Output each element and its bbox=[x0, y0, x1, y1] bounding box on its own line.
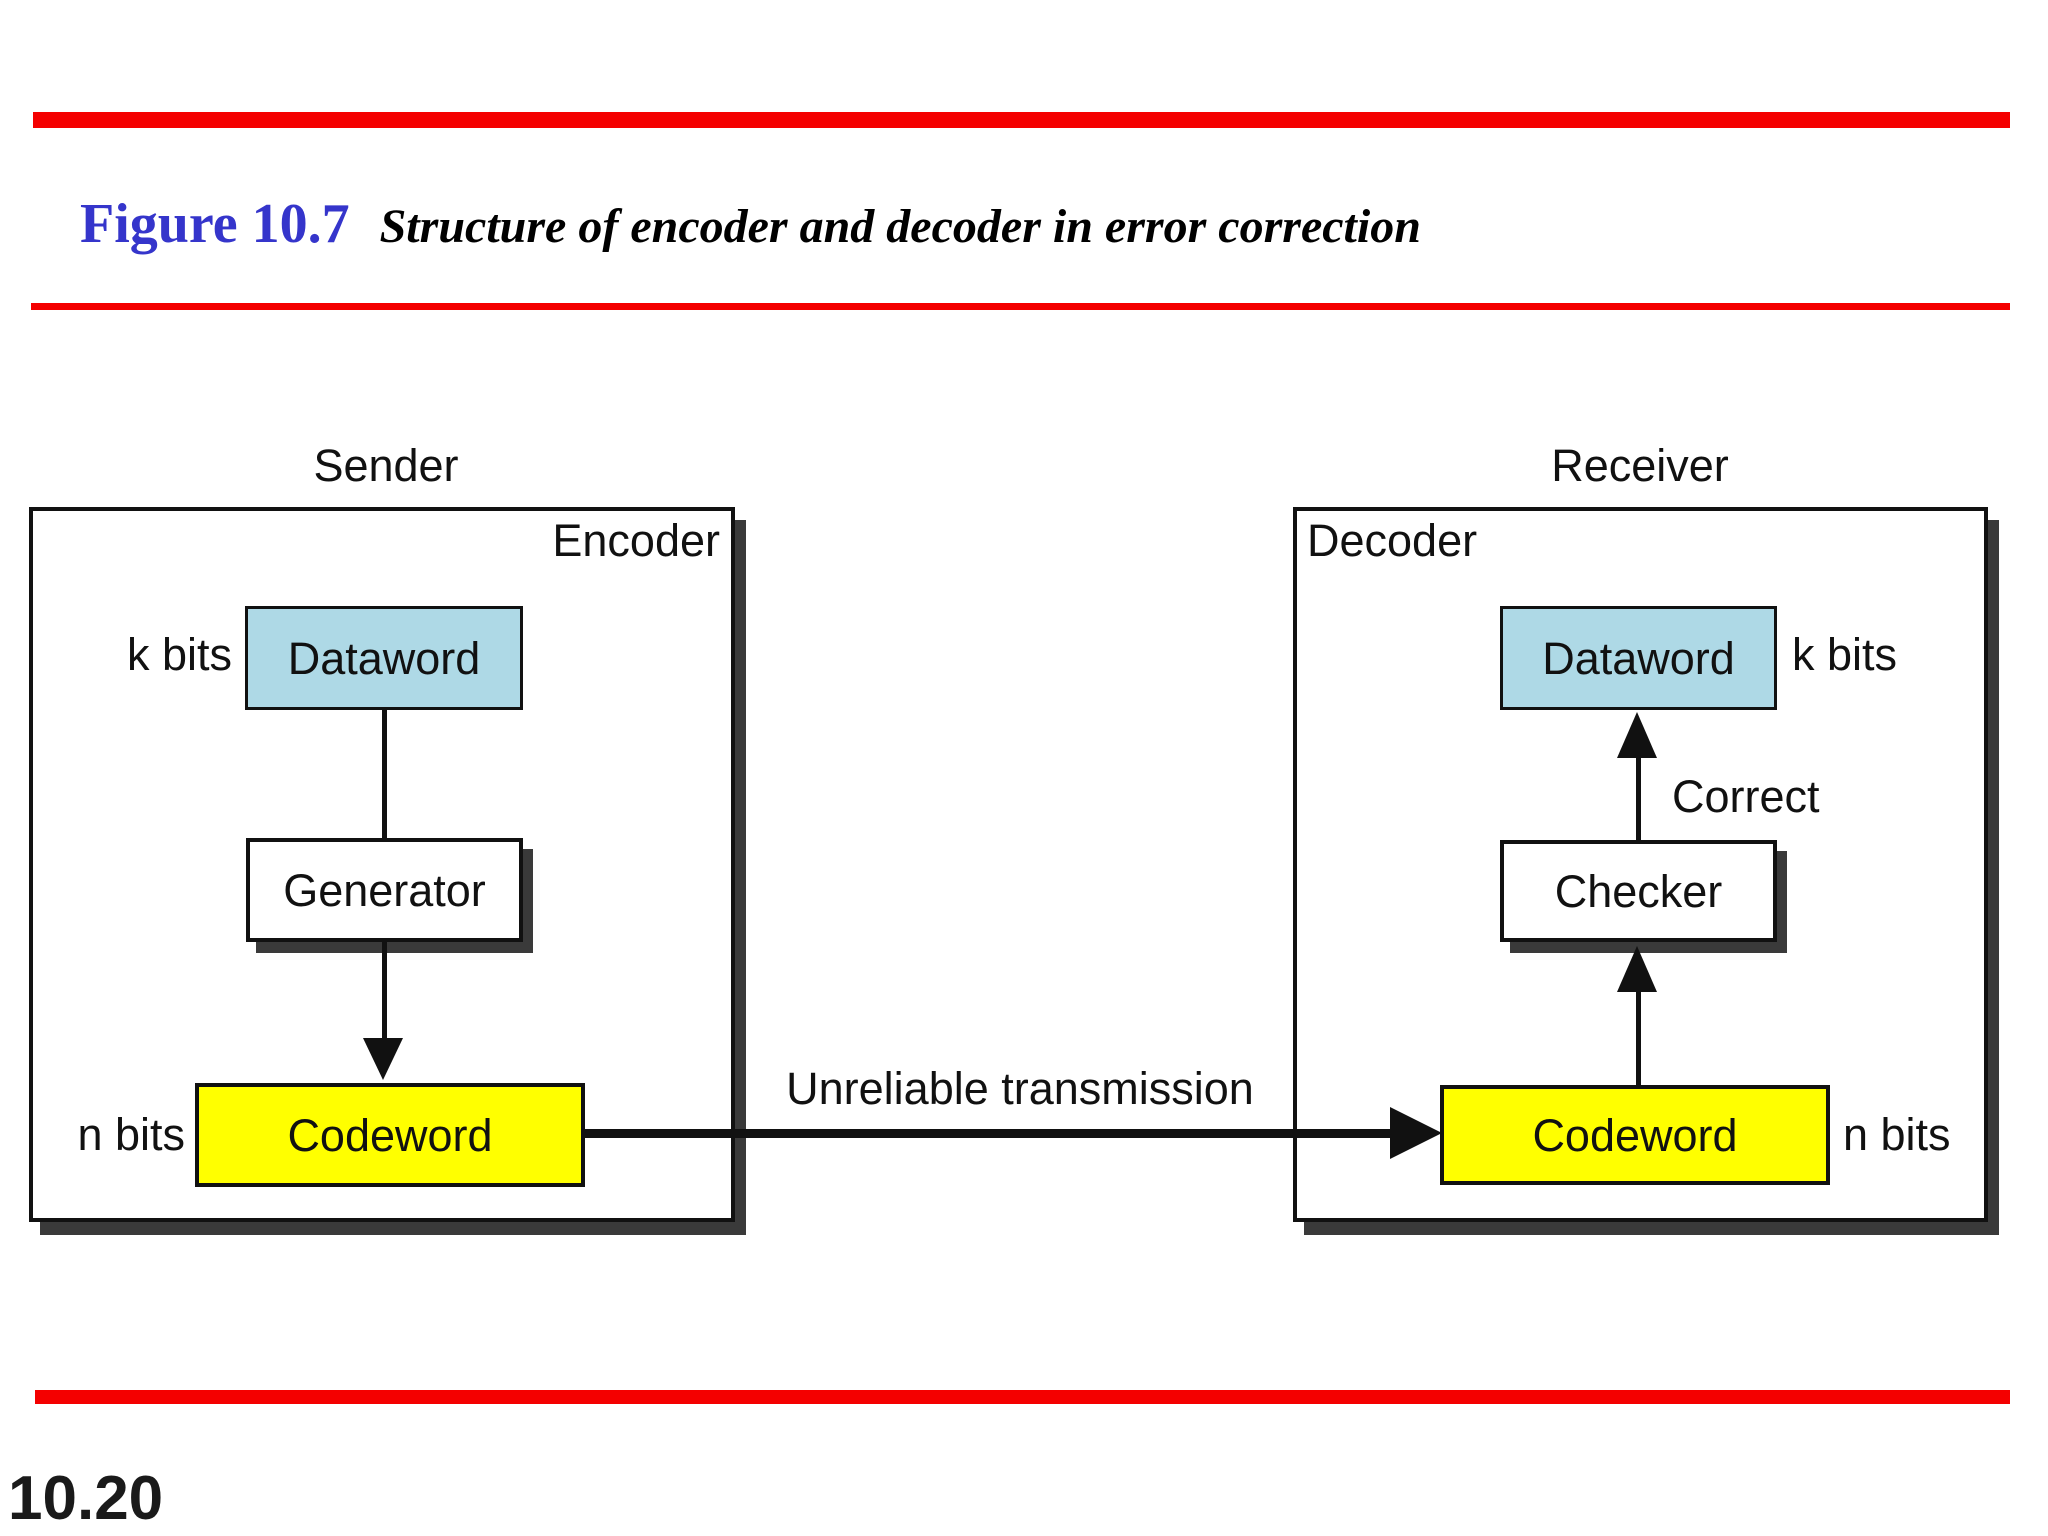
checker-box: Checker bbox=[1500, 840, 1777, 942]
generator-label: Generator bbox=[283, 864, 486, 916]
sender-k-bits-label: k bits bbox=[126, 629, 232, 680]
receiver-n-bits-label: n bits bbox=[1843, 1109, 1951, 1160]
page-number: 10.20 bbox=[8, 1464, 164, 1533]
sender-title: Sender bbox=[313, 440, 459, 491]
receiver-codeword-box: Codeword bbox=[1440, 1085, 1830, 1185]
generator-codeword-arrow-line bbox=[382, 942, 387, 1040]
encoder-label: Encoder bbox=[552, 515, 720, 566]
correct-label: Correct bbox=[1672, 771, 1820, 822]
figure-number: Figure 10.7 bbox=[80, 193, 350, 255]
generator-codeword-arrowhead-icon bbox=[363, 1038, 403, 1080]
receiver-dataword-box: Dataword bbox=[1500, 606, 1777, 710]
generator-box: Generator bbox=[246, 838, 523, 942]
bottom-rule bbox=[35, 1390, 2010, 1404]
receiver-title: Receiver bbox=[1551, 440, 1729, 491]
decoder-label: Decoder bbox=[1307, 515, 1478, 566]
transmission-arrowhead-icon bbox=[1390, 1107, 1442, 1159]
figure-title: Structure of encoder and decoder in erro… bbox=[379, 200, 1421, 253]
receiver-dataword-label: Dataword bbox=[1542, 632, 1735, 684]
receiver-codeword-label: Codeword bbox=[1532, 1109, 1738, 1161]
top-rule bbox=[33, 112, 2010, 128]
codeword-checker-arrow-line bbox=[1636, 988, 1641, 1085]
sender-n-bits-label: n bits bbox=[77, 1109, 185, 1160]
sender-codeword-label: Codeword bbox=[287, 1109, 493, 1161]
figure-heading: Figure 10.7 Structure of encoder and dec… bbox=[80, 196, 1880, 252]
dataword-generator-connector bbox=[382, 710, 387, 838]
sender-dataword-box: Dataword bbox=[245, 606, 523, 710]
heading-rule bbox=[31, 303, 2010, 310]
transmission-arrow-line bbox=[585, 1129, 1397, 1138]
checker-label: Checker bbox=[1554, 865, 1723, 917]
checker-dataword-arrow-line bbox=[1636, 752, 1641, 840]
sender-dataword-label: Dataword bbox=[287, 632, 481, 684]
codeword-checker-arrowhead-icon bbox=[1617, 946, 1657, 992]
receiver-k-bits-label: k bits bbox=[1792, 629, 1898, 680]
checker-dataword-arrowhead-icon bbox=[1617, 712, 1657, 758]
channel-label: Unreliable transmission bbox=[786, 1063, 1254, 1114]
sender-codeword-box: Codeword bbox=[195, 1083, 585, 1187]
